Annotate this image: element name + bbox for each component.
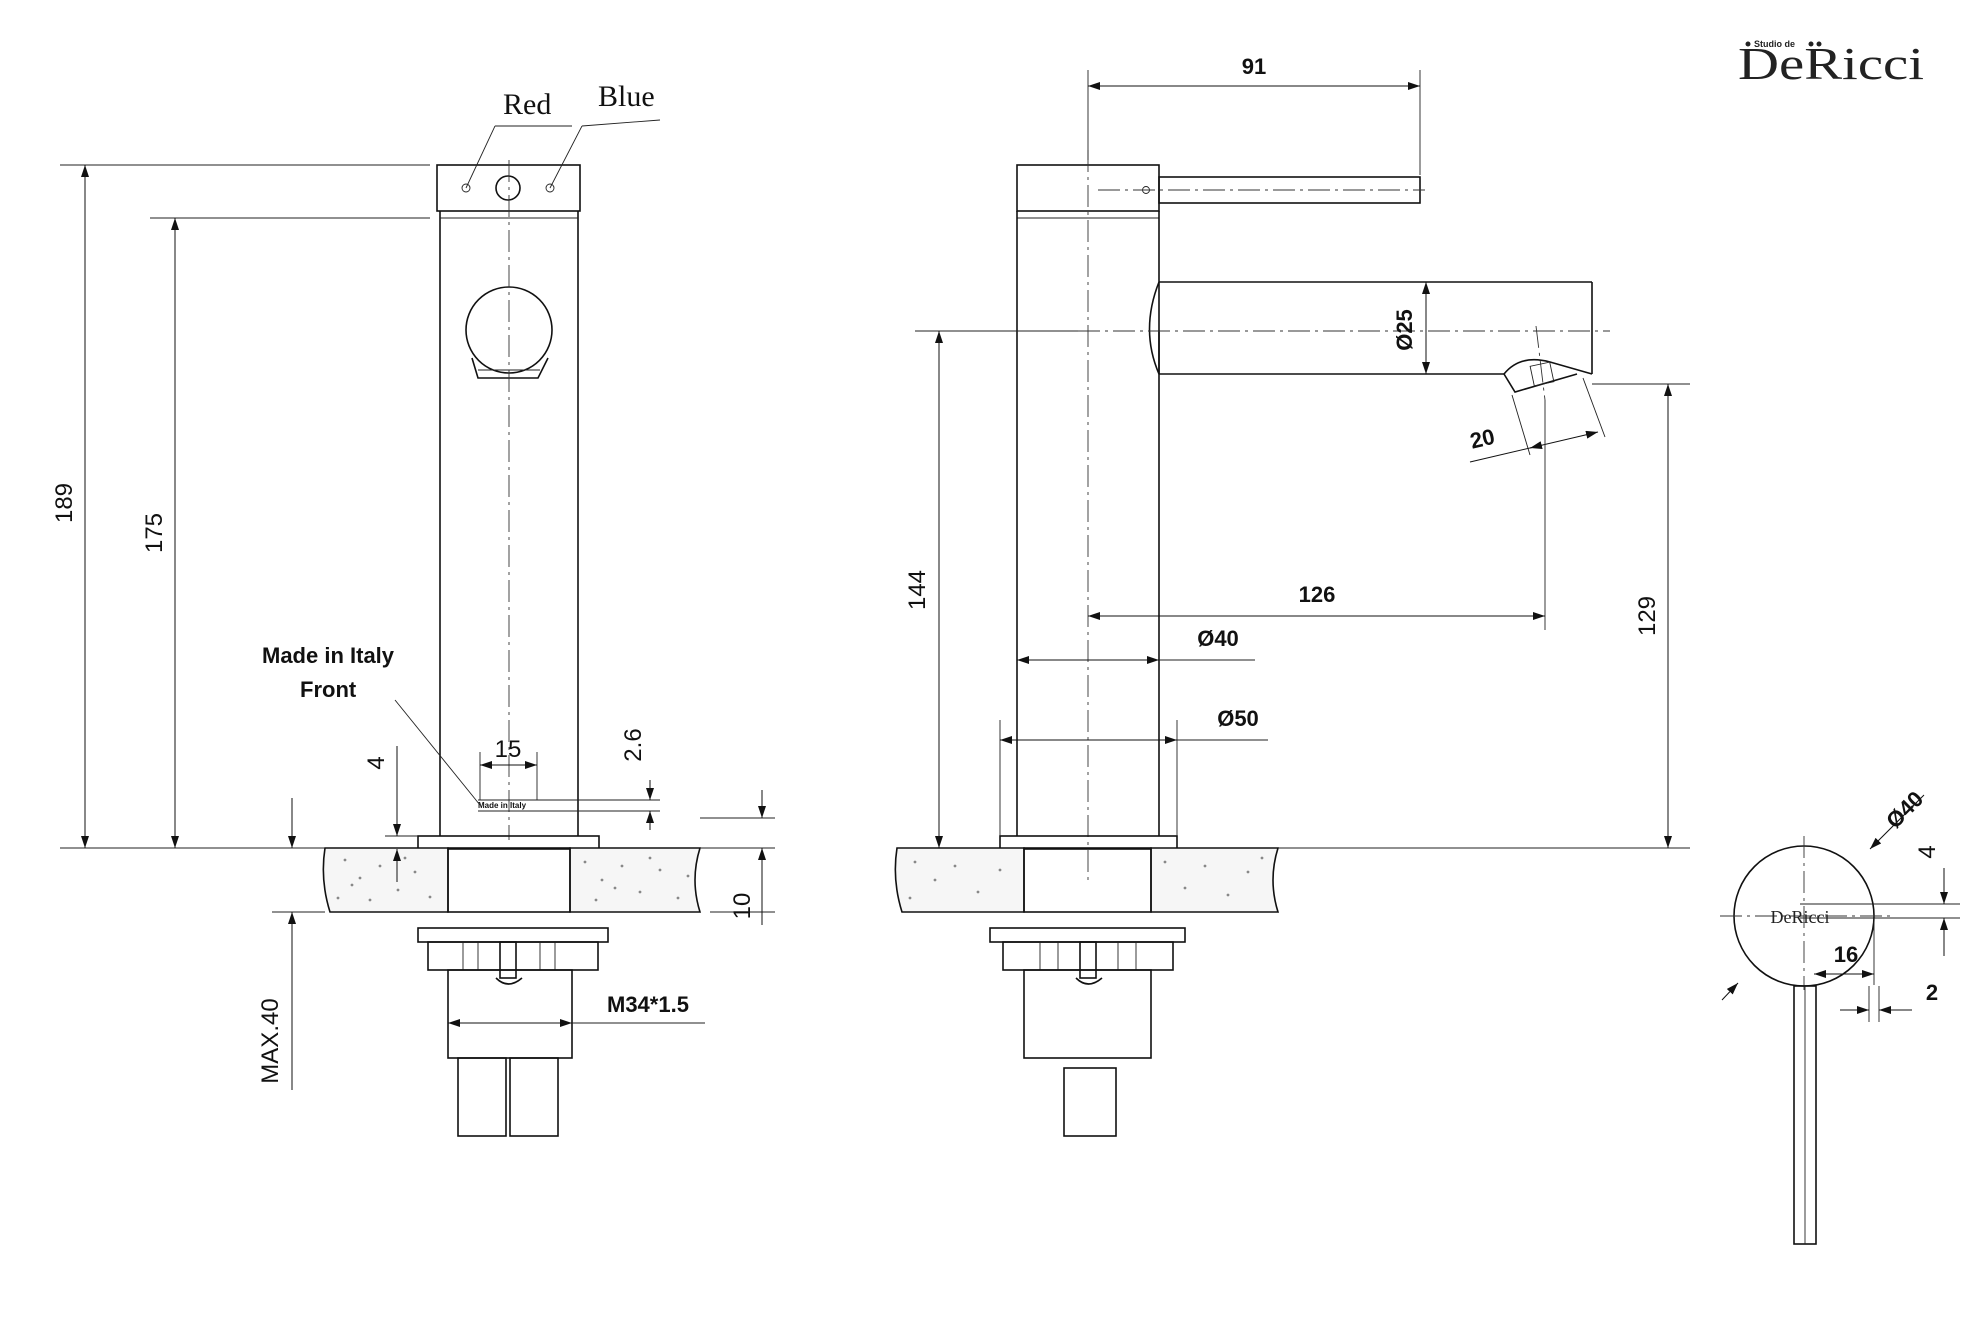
- dim-spout-height: 144: [904, 570, 931, 610]
- dim-marking-width: 15: [495, 736, 522, 763]
- dim-base-height: 10: [729, 893, 756, 920]
- dim-base-diameter: Ø50: [1217, 706, 1259, 731]
- deck-texture-left: [336, 856, 432, 902]
- brand-logo: Studio de DeRicci: [1738, 38, 1924, 89]
- dim-thread: M34*1.5: [607, 992, 689, 1017]
- handle-detail-view: DeRicci Ø40 4 16 2: [1720, 786, 1960, 1245]
- dim-outlet-height: 129: [1634, 596, 1661, 636]
- dim-logo-height: 4: [1914, 845, 1941, 858]
- cold-water-label: Blue: [598, 80, 655, 113]
- marking-note-line1: Made in Italy: [262, 643, 395, 668]
- dim-max-deck: MAX.40: [257, 998, 284, 1083]
- dim-lever-length: 91: [1242, 54, 1266, 79]
- handle-logo: DeRicci: [1771, 907, 1830, 927]
- dim-body-height: 175: [141, 513, 168, 553]
- dim-total-height: 189: [51, 483, 78, 523]
- dim-lever-offset: 2: [1926, 980, 1938, 1005]
- brand-tagline: Studio de: [1754, 39, 1795, 49]
- side-deck-texture: [908, 856, 1264, 900]
- dim-body-diameter: Ø40: [1197, 626, 1239, 651]
- front-view: Red Blue Made in Italy: [51, 80, 775, 1137]
- made-in-italy-marking: Made in Italy: [478, 801, 527, 810]
- dim-logo-width: 16: [1834, 942, 1858, 967]
- deck-texture-right: [583, 856, 690, 902]
- dim-spout-diameter: Ø25: [1392, 309, 1417, 351]
- dim-handle-diameter: Ø40: [1881, 786, 1928, 833]
- dim-aerator: 20: [1468, 424, 1497, 454]
- dim-base-ring: 4: [363, 756, 390, 769]
- marking-note-line2: Front: [300, 677, 357, 702]
- side-view: 91 Ø25 144 20 126 Ø40 Ø50 129: [894, 54, 1690, 1137]
- dim-marking-height: 2.6: [620, 728, 647, 761]
- dim-spout-reach: 126: [1299, 582, 1336, 607]
- hot-water-label: Red: [503, 88, 551, 121]
- brand-name: DeRicci: [1738, 38, 1924, 89]
